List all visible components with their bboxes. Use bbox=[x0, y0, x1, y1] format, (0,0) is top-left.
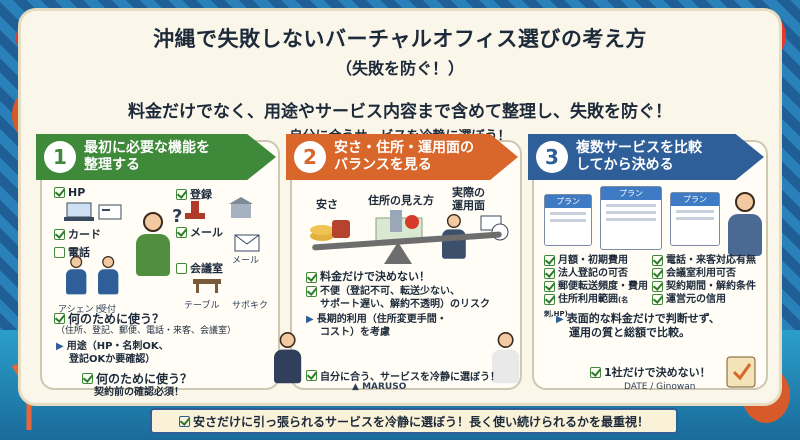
checkbox-icon bbox=[176, 188, 187, 200]
triangle-bullet-icon: ▶ bbox=[556, 314, 564, 325]
step-2-bottom-check: 自分に合う、サービスを冷静に選ぼう！ bbox=[306, 368, 500, 383]
coins-icon bbox=[310, 220, 350, 241]
q1-row: 何のために使う？ bbox=[54, 310, 164, 327]
checkbox-icon bbox=[652, 267, 663, 279]
checkbox-icon bbox=[176, 262, 187, 274]
laptop-icon bbox=[64, 202, 94, 221]
assistant-icon bbox=[66, 256, 87, 298]
checkbox-icon bbox=[306, 285, 317, 297]
reception-label: 受付 bbox=[98, 305, 117, 315]
q2-detail: 契約前の確認必須！ bbox=[94, 387, 184, 398]
cheap-label: 安さ bbox=[316, 198, 338, 211]
step-3-title-line2: してから決める bbox=[576, 157, 674, 173]
q2-row: 何のために使う？ bbox=[82, 370, 192, 387]
person-thinking-icon bbox=[136, 212, 170, 282]
plan-card-right: プラン bbox=[670, 192, 720, 246]
page-subtitle: （失敗を防ぐ！） bbox=[335, 59, 464, 78]
check-item-hp: HP bbox=[54, 186, 85, 199]
person-pointing-icon bbox=[728, 192, 762, 262]
checkbox-icon bbox=[178, 415, 190, 427]
checkbox-icon bbox=[590, 366, 601, 378]
plan-card-center: プラン bbox=[600, 186, 662, 250]
check-item-phone: 電話 bbox=[54, 244, 90, 260]
checkbox-icon bbox=[544, 267, 555, 279]
step-1-card: 1 最初に必要な機能を 整理する HP カード 電話 登録 メール 会議室 メー… bbox=[36, 134, 280, 398]
triangle-bullet-icon: ▶ bbox=[56, 341, 64, 352]
step-number: 1 bbox=[44, 141, 76, 173]
page-title: 沖縄で失敗しないバーチャルオフィス選びの考え方 bbox=[153, 27, 647, 51]
question-mark-icon: ? bbox=[172, 206, 183, 227]
check-item-card: カード bbox=[54, 226, 101, 242]
checkbox-icon bbox=[54, 246, 65, 258]
plan-card-left: プラン bbox=[544, 194, 592, 246]
check-item-meeting-room: 会議室 bbox=[176, 260, 223, 276]
step-1-title-line2: 整理する bbox=[84, 157, 140, 173]
use-block: ▶用途（HP・名刺OK、 登記OKか要確認） bbox=[56, 341, 169, 365]
support-label: サポキク bbox=[232, 301, 269, 311]
step-2-checklist: 料金だけで決めない！ 不便（登記不可、転送少ない、 サポート遅い、解約不透明）の… bbox=[306, 270, 490, 338]
checkbox-icon bbox=[544, 280, 555, 292]
step-1-title-line1: 最初に必要な機能を bbox=[84, 140, 210, 156]
building-icon bbox=[229, 197, 253, 218]
table-label: テーブル bbox=[184, 301, 220, 311]
checkbox-icon bbox=[176, 226, 187, 238]
checkbox-icon bbox=[544, 293, 555, 305]
business-card-icon bbox=[98, 204, 122, 220]
checkbox-icon bbox=[544, 254, 555, 266]
checkbox-icon bbox=[306, 370, 317, 381]
lead-line-1: 料金だけでなく、用途やサービス内容まで含めて整理し、失敗を防ぐ！ bbox=[128, 102, 672, 122]
step-2-card: 2 安さ・住所・運用面の バランスを見る 安さ 住所の見え方 実際の運用面 料金… bbox=[274, 134, 522, 392]
date-label: DATE / Ginowan bbox=[624, 382, 696, 392]
assistant-label: アシェント bbox=[58, 305, 103, 315]
checkbox-icon bbox=[652, 293, 663, 305]
footer-banner: 安さだけに引っ張られるサービスを冷静に選ぼう！長く使い続けられるかを最重視！ bbox=[150, 408, 678, 434]
compare-list-left: 月額・初期費用 法人登記の可否 郵便転送頻度・費用 住所利用範囲(名刺,HP) bbox=[544, 254, 648, 318]
q1-detail: （住所、登記、郵便、電話・来客、会議室） bbox=[56, 326, 237, 336]
checkbox-icon bbox=[306, 271, 317, 283]
mail-icon bbox=[234, 234, 260, 252]
checkbox-icon bbox=[652, 254, 663, 266]
footer-text: 安さだけに引っ張られるサービスを冷静に選ぼう！長く使い続けられるかを最重視！ bbox=[192, 414, 649, 429]
clipboard-check-icon bbox=[726, 356, 756, 388]
check-item-mail: メール bbox=[176, 224, 223, 240]
checkbox-icon bbox=[54, 228, 65, 240]
checkbox-icon bbox=[652, 280, 663, 292]
checkbox-icon bbox=[82, 373, 93, 384]
step-3-card: 3 複数サービスを比較 してから決める プラン プラン プラン 月額・初期費用 … bbox=[528, 134, 768, 392]
mail-label: メール bbox=[232, 256, 260, 266]
address-view-label: 住所の見え方 bbox=[368, 194, 434, 207]
step-number: 2 bbox=[294, 141, 326, 173]
step-number: 3 bbox=[536, 141, 568, 173]
operations-label: 実際の運用面 bbox=[452, 186, 485, 212]
person-worried-icon bbox=[274, 332, 302, 388]
stamp-icon bbox=[185, 201, 205, 219]
step-1-header: 1 最初に必要な機能を 整理する bbox=[36, 134, 276, 180]
check-item-register: 登録 bbox=[176, 186, 212, 202]
table-icon bbox=[193, 279, 221, 293]
checkbox-icon bbox=[54, 187, 65, 198]
step-3-bottom-check: 1社だけで決めない！ bbox=[590, 364, 711, 380]
balance-base-icon bbox=[384, 242, 412, 264]
step-2-title-line2: バランスを見る bbox=[334, 157, 432, 173]
step-3-header: 3 複数サービスを比較 してから決める bbox=[528, 134, 764, 180]
reception-icon bbox=[98, 256, 119, 298]
step-3-title-line1: 複数サービスを比較 bbox=[576, 140, 702, 156]
checkbox-icon bbox=[54, 313, 65, 324]
person-document-icon bbox=[492, 332, 520, 388]
compare-list-right: 電話・来客対応有無 会議室利用可否 契約期間・解約条件 運営元の信用 bbox=[652, 254, 764, 306]
step-2-header: 2 安さ・住所・運用面の バランスを見る bbox=[286, 134, 518, 180]
brand-label: ▲ MARUSO bbox=[352, 382, 407, 392]
step-2-title-line1: 安さ・住所・運用面の bbox=[334, 140, 474, 156]
step-3-summary: ▶表面的な料金だけで判断せず、 運用の質と総額で比較。 bbox=[556, 312, 720, 339]
triangle-bullet-icon: ▶ bbox=[306, 314, 314, 325]
